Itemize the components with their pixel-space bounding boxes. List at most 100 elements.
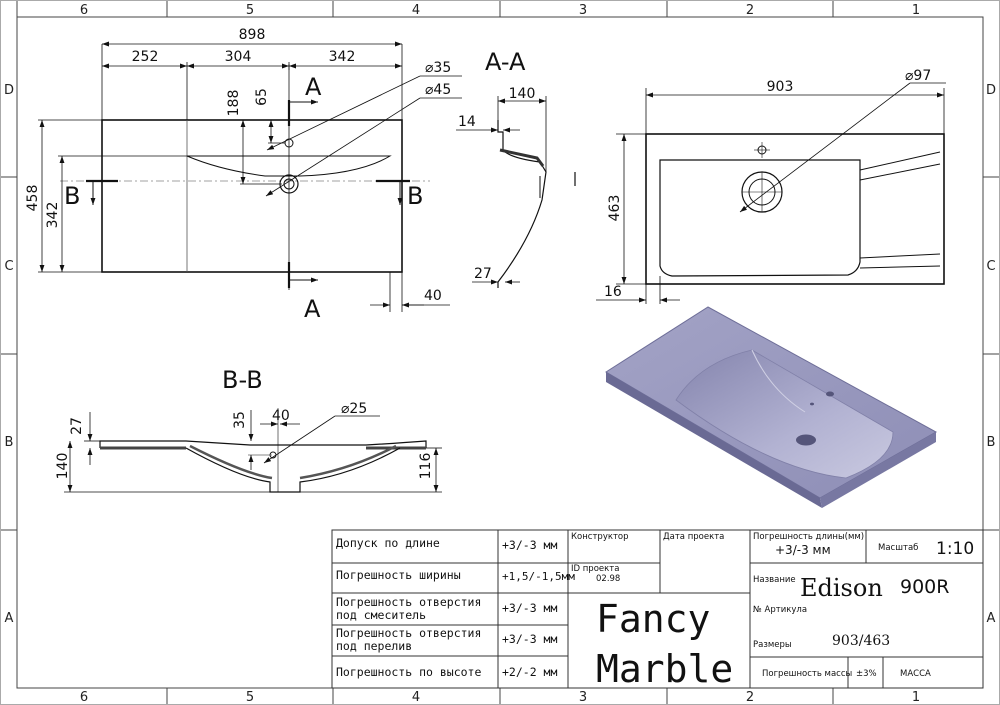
dim-right-depth: 463 (607, 195, 623, 222)
zone-col-top: 3 (579, 3, 587, 18)
zone-col-bottom: 3 (579, 690, 587, 705)
tolerance-height-label: Погрешность по высоте (336, 665, 481, 679)
designer-label: Конструктор (571, 532, 629, 542)
section-marker-a-bottom: A (304, 295, 321, 323)
zone-col-top: 4 (412, 3, 420, 18)
tolerance-faucet-label-1: Погрешность отверстия (336, 595, 481, 609)
zone-row-left: D (4, 83, 14, 98)
product-model-value: 900R (900, 576, 949, 598)
length-error-value: +3/-3 мм (775, 543, 831, 557)
tolerance-height-value: +2/-2 мм (502, 665, 557, 679)
zone-row-left: C (4, 259, 13, 274)
brand-name-line1: Fancy (596, 597, 710, 641)
dim-bb-116: 116 (418, 453, 434, 480)
article-label: № Артикула (753, 605, 807, 615)
zone-col-bottom: 4 (412, 690, 420, 705)
dim-edge-40: 40 (424, 288, 442, 304)
zone-col-top: 6 (80, 3, 88, 18)
tolerance-overflow-value: +3/-3 мм (502, 632, 557, 646)
top-view (60, 64, 430, 290)
zone-row-right: B (987, 435, 996, 450)
right-view-labels: 903 ⌀97 463 16 (604, 68, 931, 300)
right-view-outline (645, 133, 945, 285)
render-drain (796, 434, 816, 446)
dim-aa-27: 27 (474, 266, 492, 282)
zone-row-right: A (987, 611, 996, 626)
tolerance-faucet-value: +3/-3 мм (502, 601, 557, 615)
section-a-a (456, 96, 576, 288)
dim-overall-depth: 458 (25, 185, 41, 212)
top-view-bowl-lip (186, 155, 392, 177)
right-view-bowl (659, 159, 861, 277)
dim-drain-diameter: ⌀45 (425, 82, 451, 98)
section-marker-b-right: B (407, 182, 423, 210)
dim-right-16: 16 (604, 284, 622, 300)
dim-faucet-diameter: ⌀35 (425, 60, 451, 76)
zone-col-bottom: 5 (246, 690, 254, 705)
zone-row-right: C (986, 259, 995, 274)
tolerance-length-value: +3/-3 мм (502, 538, 557, 552)
dim-right-drain-diameter: ⌀97 (905, 68, 931, 84)
section-marker-b-left: B (64, 182, 80, 210)
dim-aa-14: 14 (458, 114, 476, 130)
section-marker-a-top: A (305, 73, 322, 101)
tolerance-faucet-label-2: под смеситель (336, 608, 426, 622)
product-name-value: Edison (800, 574, 883, 602)
dim-bb-27: 27 (69, 417, 85, 435)
tolerance-overflow-label-1: Погрешность отверстия (336, 626, 481, 640)
dim-seg-left: 252 (132, 49, 159, 65)
dim-bb-40: 40 (272, 408, 290, 424)
section-b-b (64, 408, 442, 493)
sink-3d-render (605, 306, 938, 508)
scale-value: 1:10 (936, 539, 974, 559)
top-view-labels: 898 252 304 342 188 65 ⌀35 ⌀45 458 342 4… (25, 27, 451, 323)
zone-col-top: 1 (912, 3, 920, 18)
dim-right-width: 903 (767, 79, 794, 95)
tolerance-length-label: Допуск по длине (336, 536, 440, 550)
section-a-a-labels: A-A 140 14 27 (458, 48, 535, 282)
zone-col-bottom: 6 (80, 690, 88, 705)
project-date-label: Дата проекта (663, 532, 724, 542)
mass-label: МАССА (900, 669, 931, 679)
scale-label: Масштаб (878, 543, 918, 553)
dim-overall-width: 898 (239, 27, 266, 43)
zone-col-bottom: 1 (912, 690, 920, 705)
zone-row-left: B (5, 435, 14, 450)
dim-faucet-depth: 65 (254, 88, 270, 106)
size-label: Размеры (753, 640, 792, 650)
render-bowl (675, 349, 894, 479)
zone-col-top: 2 (746, 3, 754, 18)
section-b-b-bowl (185, 447, 401, 493)
zone-col-top: 5 (246, 3, 254, 18)
render-faucet-hole (826, 391, 834, 397)
dim-bb-35: 35 (232, 411, 248, 429)
section-b-b-rim (99, 440, 427, 448)
brand-name-line2: Marble (596, 647, 733, 691)
top-view-outline (101, 119, 403, 273)
zone-col-bottom: 2 (746, 690, 754, 705)
render-side-edge (820, 432, 936, 508)
section-b-b-labels: B-B 35 40 ⌀25 27 140 116 (55, 366, 434, 479)
section-a-a-profile (497, 120, 547, 288)
dim-aa-140: 140 (509, 86, 536, 102)
mass-error-label: Погрешность массы (762, 669, 852, 679)
tolerance-width-label: Погрешность ширины (336, 568, 461, 582)
zone-row-right: D (986, 83, 996, 98)
size-value: 903/463 (832, 633, 890, 649)
project-id-value: 02.98 (596, 574, 620, 584)
tolerance-overflow-label-2: под перелив (336, 639, 412, 653)
zone-labels: 6 5 4 3 2 1 6 5 4 3 2 1 D C B A D C B A (4, 3, 996, 705)
length-error-label: Погрешность длины(мм) (753, 532, 864, 542)
dim-bb-140: 140 (55, 453, 71, 480)
top-view-dimensions (38, 41, 462, 312)
title-block (331, 529, 984, 689)
dim-bb-hole-diameter: ⌀25 (341, 401, 367, 417)
dim-drain-depth: 188 (226, 90, 242, 117)
dim-seg-mid: 304 (225, 49, 252, 65)
section-b-b-title: B-B (222, 366, 263, 394)
right-view (596, 82, 946, 304)
project-id-label: ID проекта (571, 564, 619, 574)
section-a-a-title: A-A (485, 48, 526, 76)
dim-inner-depth: 342 (45, 202, 61, 229)
